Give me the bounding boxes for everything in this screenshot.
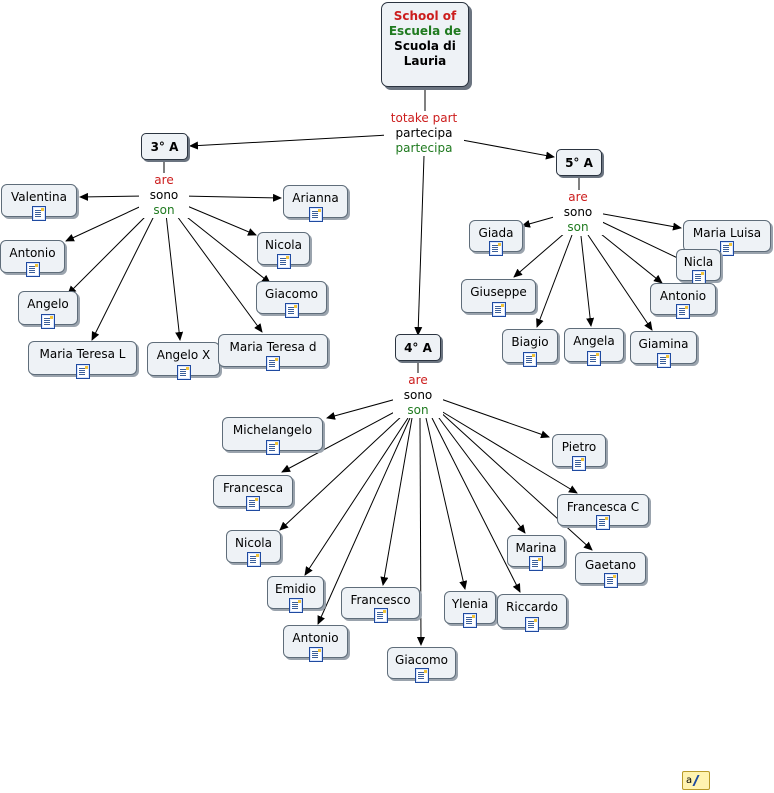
student-node[interactable]: Maria Teresa L <box>28 341 137 379</box>
student-node[interactable]: Nicola <box>257 232 310 269</box>
class-3a[interactable]: 3° A <box>141 133 188 160</box>
edge-hub-3a <box>189 134 389 150</box>
student-node[interactable]: Biagio <box>502 329 558 367</box>
student-node[interactable]: Arianna <box>283 185 348 222</box>
document-icon[interactable] <box>373 608 388 623</box>
student-node[interactable]: Francesca <box>213 475 293 511</box>
document-icon[interactable] <box>41 314 55 329</box>
document-icon[interactable] <box>246 496 260 511</box>
student-node[interactable]: Giamina <box>630 331 697 368</box>
student-node[interactable]: Antonio <box>0 240 65 277</box>
edge-hub-4a <box>414 155 425 336</box>
student-node[interactable]: Giada <box>469 220 523 256</box>
student-node[interactable]: Angelo <box>18 291 78 329</box>
student-node[interactable]: Antonio <box>650 283 716 319</box>
document-icon[interactable] <box>284 303 299 318</box>
root-line-name: Lauria <box>403 54 447 68</box>
root-line-en: School of <box>393 9 457 23</box>
document-icon[interactable] <box>25 262 40 277</box>
student-node[interactable]: Nicla <box>676 249 721 285</box>
document-icon[interactable] <box>523 352 537 367</box>
document-icon[interactable] <box>246 552 261 567</box>
link-phrase-participates[interactable]: totake part partecipa partecipa <box>384 111 464 156</box>
document-icon[interactable] <box>75 364 90 379</box>
student-node[interactable]: Angela <box>564 328 624 366</box>
student-node[interactable]: Giacomo <box>256 281 327 318</box>
student-node[interactable]: Emidio <box>267 576 324 613</box>
document-icon[interactable] <box>720 241 734 256</box>
student-node[interactable]: Ylenia <box>444 591 496 628</box>
edges-3a <box>65 192 282 341</box>
edge-hub-5a <box>461 139 555 160</box>
student-node[interactable]: Antonio <box>283 625 348 662</box>
link-phrase-4a[interactable]: are sono son <box>393 373 443 418</box>
document-icon[interactable] <box>676 304 690 319</box>
document-icon[interactable] <box>265 440 280 455</box>
document-icon[interactable] <box>529 556 543 571</box>
student-node[interactable]: Gaetano <box>575 552 646 588</box>
document-icon[interactable] <box>656 353 671 368</box>
document-icon[interactable] <box>308 647 323 662</box>
link-phrase-5a[interactable]: are sono son <box>553 190 603 235</box>
document-icon[interactable] <box>587 351 601 366</box>
document-icon[interactable] <box>414 668 429 683</box>
edges-4a <box>279 397 593 646</box>
concept-map-legend-icon[interactable]: a <box>682 771 710 790</box>
student-node[interactable]: Nicola <box>226 530 281 567</box>
document-icon[interactable] <box>266 356 280 371</box>
student-node[interactable]: Maria Teresa d <box>218 334 328 371</box>
student-node[interactable]: Maria Luisa <box>683 220 771 256</box>
student-node[interactable]: Giacomo <box>387 647 456 683</box>
document-icon[interactable] <box>276 254 291 269</box>
student-node[interactable]: Francesco <box>341 587 420 623</box>
class-5a[interactable]: 5° A <box>556 149 602 176</box>
root-concept-school[interactable]: School of Escuela de Scuola di Lauria <box>381 2 469 87</box>
student-node[interactable]: Valentina <box>1 184 77 221</box>
student-node[interactable]: Giuseppe <box>461 279 536 317</box>
root-line-it: Scuola di <box>394 39 456 53</box>
link-text-it: partecipa <box>395 126 453 140</box>
document-icon[interactable] <box>32 206 46 221</box>
document-icon[interactable] <box>288 598 303 613</box>
link-text-en: totake part <box>390 111 458 125</box>
document-icon[interactable] <box>603 573 618 588</box>
document-icon[interactable] <box>489 241 503 256</box>
student-node[interactable]: Riccardo <box>497 594 567 632</box>
student-node[interactable]: Francesca C <box>557 494 649 530</box>
link-text-es: partecipa <box>395 141 453 155</box>
link-phrase-3a[interactable]: are sono son <box>139 173 189 218</box>
student-node[interactable]: Pietro <box>552 434 606 471</box>
edges-5a <box>513 212 687 331</box>
document-icon[interactable] <box>596 515 610 530</box>
document-icon[interactable] <box>525 617 539 632</box>
document-icon[interactable] <box>491 302 506 317</box>
document-icon[interactable] <box>572 456 586 471</box>
student-node[interactable]: Angelo X <box>147 342 220 380</box>
student-node[interactable]: Michelangelo <box>222 417 323 455</box>
root-line-es: Escuela de <box>388 24 462 38</box>
document-icon[interactable] <box>176 365 191 380</box>
student-node[interactable]: Marina <box>507 535 565 571</box>
document-icon[interactable] <box>463 613 477 628</box>
class-4a[interactable]: 4° A <box>395 334 441 361</box>
document-icon[interactable] <box>308 207 323 222</box>
